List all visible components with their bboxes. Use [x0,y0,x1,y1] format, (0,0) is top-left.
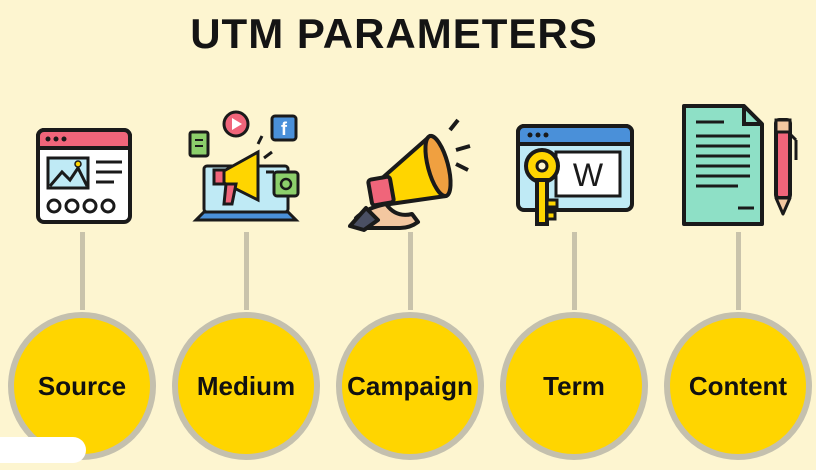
term-circle: Term [500,312,648,460]
parameter-medium: f Medium [166,0,326,470]
medium-circle: Medium [172,312,320,460]
white-overlay-bar [0,437,86,463]
social-media-megaphone-icon: f [166,100,326,240]
svg-text:W: W [573,157,604,193]
connector-line [244,232,249,310]
parameter-campaign: Campaign [330,0,490,470]
term-label: Term [543,370,605,401]
content-circle: Content [664,312,812,460]
source-circle: Source [8,312,156,460]
megaphone-hand-icon [330,100,490,240]
campaign-label: Campaign [347,370,473,401]
keyword-key-icon: W [494,100,654,240]
parameter-source: Source [2,0,162,470]
connector-line [572,232,577,310]
campaign-circle: Campaign [336,312,484,460]
connector-line [408,232,413,310]
connector-line [736,232,741,310]
connector-line [80,232,85,310]
medium-label: Medium [196,370,296,401]
source-label: Source [37,370,127,401]
parameter-content: Content [658,0,816,470]
parameter-term: W Term [494,0,654,470]
page-title: UTM PARAMETERS [190,10,598,57]
svg-text:f: f [281,119,288,139]
document-pen-icon [658,100,816,240]
browser-window-icon [2,100,162,240]
content-label: Content [688,370,788,401]
